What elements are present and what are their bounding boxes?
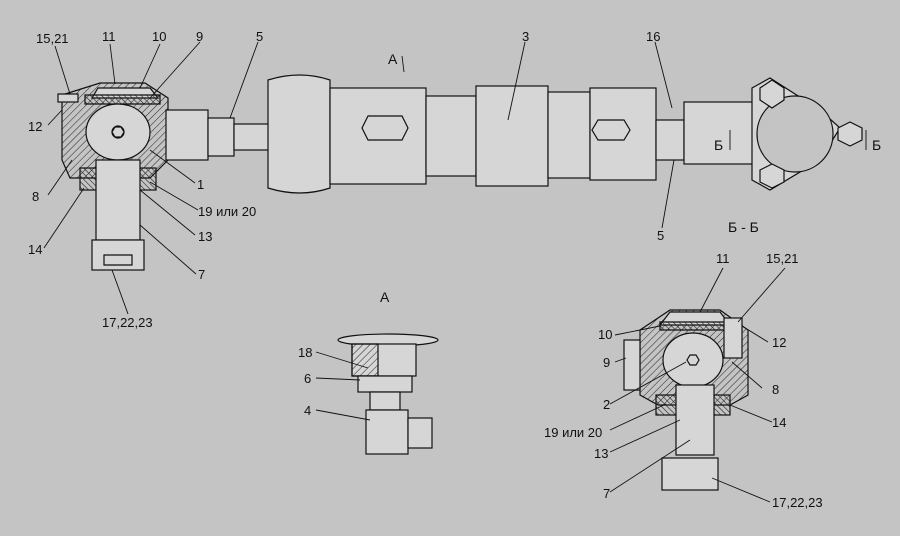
callout-5-bottom: 5	[657, 228, 665, 243]
view-a-title: А	[380, 289, 390, 305]
callout-13: 13	[198, 229, 213, 244]
callout-4: 4	[304, 403, 312, 418]
callout-11: 11	[102, 29, 116, 44]
callout-bb-14: 14	[772, 415, 787, 430]
section-b-left-label: Б	[714, 137, 724, 153]
callout-bb-12: 12	[772, 335, 787, 350]
callout-bb-15-21: 15,21	[766, 251, 799, 266]
callout-10: 10	[152, 29, 167, 44]
callout-bb-10: 10	[598, 327, 613, 342]
callout-bb-17-22-23: 17,22,23	[772, 495, 823, 510]
callout-bb-9: 9	[603, 355, 611, 370]
callout-18: 18	[298, 345, 313, 360]
callout-8: 8	[32, 189, 40, 204]
callout-9: 9	[196, 29, 204, 44]
callout-17-22-23: 17,22,23	[102, 315, 153, 330]
callout-15-21: 15,21	[36, 31, 69, 46]
callout-bb-11: 11	[716, 251, 730, 266]
view-a-arrow-label: А	[388, 51, 398, 67]
callout-bb-13: 13	[594, 446, 609, 461]
right-eye-end	[751, 77, 863, 191]
callout-16: 16	[646, 29, 661, 44]
steering-rod	[267, 74, 755, 194]
callout-7: 7	[198, 267, 206, 282]
callout-12: 12	[28, 119, 43, 134]
callout-1: 1	[197, 177, 205, 192]
left-ball-joint	[57, 82, 271, 271]
callout-bb-8: 8	[772, 382, 780, 397]
callout-bb-19-or-20: 19 или 20	[544, 425, 603, 440]
section-b-right-label: Б	[872, 137, 882, 153]
callout-bb-2: 2	[603, 397, 611, 412]
callout-3: 3	[522, 29, 530, 44]
callout-6: 6	[304, 371, 312, 386]
leader-lines	[43, 41, 867, 503]
section-bb-detail	[623, 309, 749, 491]
callout-14: 14	[28, 242, 43, 257]
section-bb-title: Б - Б	[728, 219, 759, 235]
callout-5-top: 5	[256, 29, 264, 44]
callout-19-or-20: 19 или 20	[198, 204, 257, 219]
callout-bb-7: 7	[603, 486, 611, 501]
view-a-detail	[337, 333, 439, 455]
